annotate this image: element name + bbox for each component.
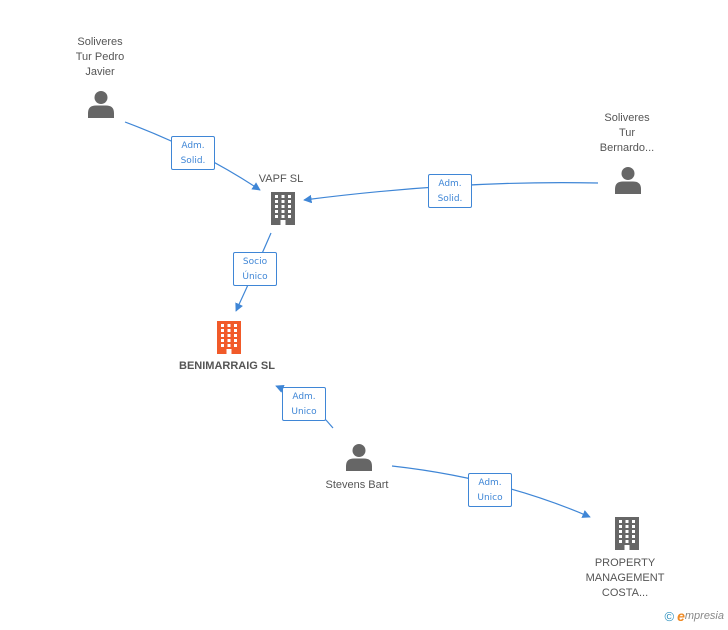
edge-role-badge[interactable]: Adm. Unico [468, 473, 512, 507]
node-label-line: Stevens Bart [325, 479, 389, 491]
node-label-line: Soliveres [77, 36, 123, 48]
edge-role-line: Solid. [180, 156, 206, 166]
person-icon[interactable] [344, 442, 374, 477]
edge-role-line: Adm. [181, 141, 205, 151]
edge-role-badge[interactable]: Adm. Solid. [171, 136, 215, 170]
node-label-vapf[interactable]: VAPF SL [221, 172, 341, 187]
brand-name: mpresia [684, 610, 724, 622]
building-icon[interactable] [612, 516, 642, 555]
edge-role-line: Adm. [292, 392, 316, 402]
edge-role-line: Solid. [437, 194, 463, 204]
node-label-line: VAPF SL [258, 173, 304, 185]
brand-initial: e [677, 608, 685, 624]
copyright-icon: © [664, 608, 675, 624]
node-label-line: BENIMARRAIG SL [179, 360, 275, 372]
node-label-line: Tur Pedro [75, 51, 125, 63]
person-icon[interactable] [86, 89, 116, 124]
edge-role-badge[interactable]: Adm. Solid. [428, 174, 472, 208]
node-label-line: Tur [618, 127, 636, 139]
edge-role-line: Unico [477, 493, 503, 503]
node-label-line: Bernardo... [599, 142, 655, 154]
edge-role-line: Adm. [438, 179, 462, 189]
node-label-property[interactable]: PROPERTY MANAGEMENT COSTA... [565, 556, 685, 601]
empresia-brand: © e mpresia [664, 608, 724, 624]
person-icon[interactable] [613, 165, 643, 200]
node-label-stevens[interactable]: Stevens Bart [297, 478, 417, 493]
node-label-line: MANAGEMENT [585, 572, 665, 584]
node-label-line: PROPERTY [594, 557, 656, 569]
building-icon[interactable] [268, 191, 298, 230]
node-label-line: Javier [85, 66, 115, 78]
node-label-line: Soliveres [604, 112, 650, 124]
building-icon[interactable] [214, 320, 244, 359]
edge-role-line: Único [242, 272, 268, 282]
edge-role-line: Socio [242, 257, 268, 267]
edge-role-line: Adm. [478, 478, 502, 488]
edge-role-badge[interactable]: Adm. Unico [282, 387, 326, 421]
node-label-line: COSTA... [601, 587, 649, 599]
edge-role-line: Unico [291, 407, 317, 417]
node-label-benimarraig[interactable]: BENIMARRAIG SL [167, 359, 287, 374]
